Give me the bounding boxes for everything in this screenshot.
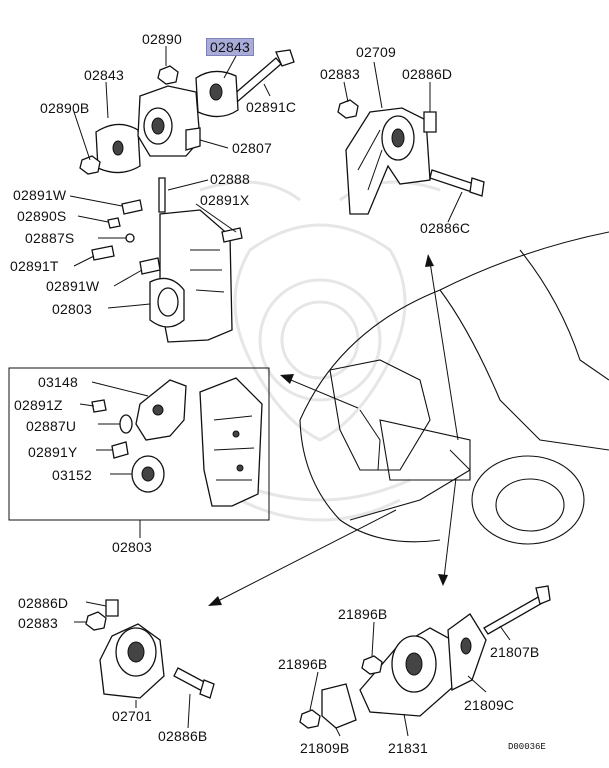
mount-02701-group bbox=[85, 599, 215, 699]
label-02891t[interactable]: 02891T bbox=[10, 258, 59, 274]
nut-02883-top bbox=[337, 99, 359, 119]
label-02887u[interactable]: 02887U bbox=[26, 418, 77, 434]
label-02887s[interactable]: 02887S bbox=[25, 230, 75, 246]
label-21809b[interactable]: 21809B bbox=[300, 740, 350, 756]
label-02843-highlighted[interactable]: 02843 bbox=[206, 38, 254, 56]
bolt-02891w-b bbox=[139, 257, 161, 275]
label-21896b-a[interactable]: 21896B bbox=[338, 606, 388, 622]
bracket-02803-upper bbox=[91, 199, 243, 343]
label-02886c[interactable]: 02886C bbox=[420, 220, 471, 236]
label-02891z[interactable]: 02891Z bbox=[14, 397, 63, 413]
label-02890s[interactable]: 02890S bbox=[17, 208, 67, 224]
label-03152[interactable]: 03152 bbox=[52, 467, 92, 483]
nut-21896b-b bbox=[299, 709, 321, 729]
label-02891w-b[interactable]: 02891W bbox=[46, 278, 100, 294]
leader-lines bbox=[69, 46, 511, 737]
nut-21896b-a bbox=[361, 655, 383, 675]
label-02890-top[interactable]: 02890 bbox=[142, 31, 182, 47]
label-02843-left[interactable]: 02843 bbox=[84, 67, 124, 83]
label-21896b-b[interactable]: 21896B bbox=[278, 656, 328, 672]
label-02886d-top[interactable]: 02886D bbox=[402, 66, 453, 82]
label-02886b[interactable]: 02886B bbox=[158, 728, 208, 744]
nut-02890s bbox=[107, 217, 121, 229]
label-02890b[interactable]: 02890B bbox=[40, 100, 90, 116]
bolt-02891y bbox=[111, 441, 129, 459]
detail-parts bbox=[91, 377, 263, 507]
bolt-02891w-a bbox=[121, 199, 143, 215]
bolt-02886d-top bbox=[423, 111, 437, 133]
diagram-code: D00036E bbox=[508, 742, 546, 752]
label-02891x[interactable]: 02891X bbox=[200, 192, 250, 208]
label-02883-top[interactable]: 02883 bbox=[320, 66, 360, 82]
label-21831[interactable]: 21831 bbox=[388, 740, 428, 756]
bolt-02891t bbox=[91, 245, 115, 261]
label-21807b[interactable]: 21807B bbox=[490, 644, 540, 660]
stud-02888 bbox=[158, 177, 166, 213]
label-21809c[interactable]: 21809C bbox=[464, 697, 515, 713]
washer-02887s bbox=[125, 233, 135, 243]
label-02709[interactable]: 02709 bbox=[356, 44, 396, 60]
label-02701[interactable]: 02701 bbox=[112, 708, 152, 724]
car-outline bbox=[299, 231, 609, 545]
mount-02807-group bbox=[79, 49, 295, 213]
washer-02887u bbox=[119, 414, 133, 434]
label-02886d-bottom[interactable]: 02886D bbox=[18, 595, 69, 611]
watermark-emblem bbox=[199, 180, 441, 522]
bracket-21809b bbox=[321, 683, 357, 729]
pointer-arrows bbox=[208, 254, 459, 606]
label-02891w-a[interactable]: 02891W bbox=[13, 187, 67, 203]
label-02891y[interactable]: 02891Y bbox=[28, 444, 78, 460]
nut-02883-bottom bbox=[85, 611, 107, 631]
detail-box-02803 bbox=[8, 367, 270, 521]
bolt-02891z bbox=[91, 399, 107, 413]
label-02888[interactable]: 02888 bbox=[210, 171, 250, 187]
label-02807[interactable]: 02807 bbox=[232, 140, 272, 156]
bolt-02891c bbox=[231, 57, 282, 103]
nut-02890 bbox=[157, 65, 179, 85]
label-02803-top[interactable]: 02803 bbox=[52, 301, 92, 317]
label-03148[interactable]: 03148 bbox=[38, 374, 78, 390]
bracket-02803-detail bbox=[199, 377, 263, 507]
label-02803-box[interactable]: 02803 bbox=[112, 539, 152, 555]
label-02891c[interactable]: 02891C bbox=[246, 99, 297, 115]
bolt-02886d-bottom bbox=[105, 599, 119, 617]
bolt-21807b bbox=[483, 595, 545, 635]
bolt-02891x bbox=[221, 227, 243, 243]
mount-02709-group bbox=[337, 99, 485, 215]
mount-21831-group bbox=[299, 585, 551, 729]
nut-02890b bbox=[79, 155, 101, 175]
label-02883-bottom[interactable]: 02883 bbox=[18, 615, 58, 631]
